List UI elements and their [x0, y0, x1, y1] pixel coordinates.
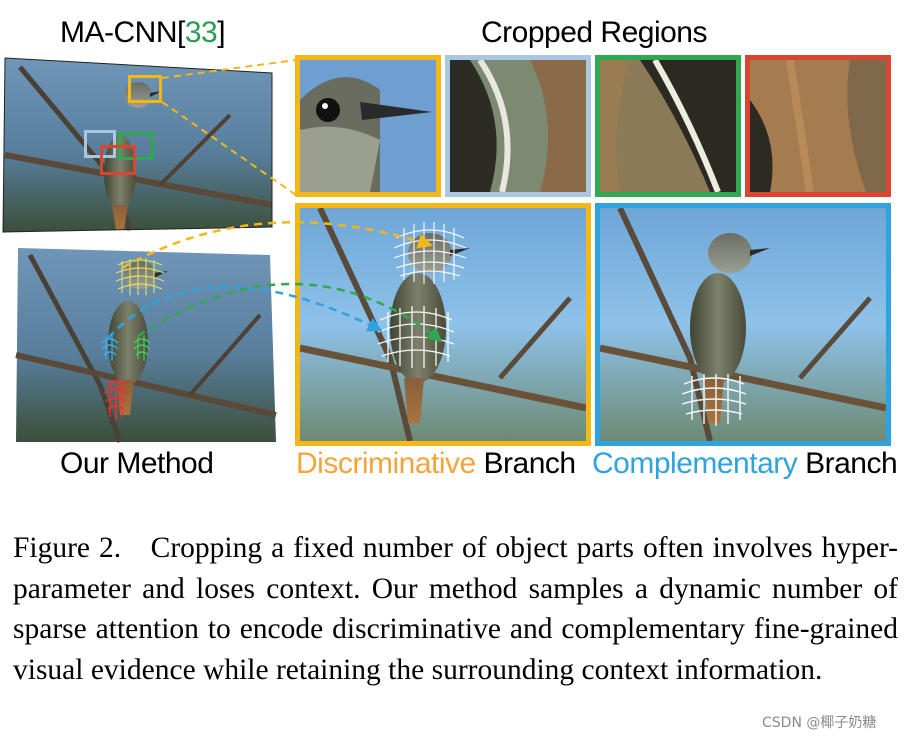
our-method-photo: [0, 245, 290, 445]
discriminative-branch-label: Discriminative Branch: [296, 447, 576, 481]
branch-word-2: Branch: [805, 447, 898, 480]
branch-word: Branch: [483, 447, 577, 480]
macnn-box-head: [128, 75, 162, 103]
figure-caption: Figure 2. Cropping a fixed number of obj…: [13, 532, 898, 686]
crop-head-yellow: [295, 55, 441, 197]
discriminative-word: Discriminative: [296, 447, 476, 480]
crop-wing-green: [595, 55, 741, 197]
cropped-regions-label: Cropped Regions: [481, 16, 707, 49]
crop-wing-lightblue: [445, 55, 591, 197]
macnn-label-text: MA-CNN[: [60, 16, 185, 49]
our-method-label: Our Method: [60, 447, 214, 480]
macnn-label-suffix: ]: [217, 16, 226, 49]
crop-breast-red: [745, 55, 891, 197]
watermark: CSDN @椰子奶糖: [762, 715, 877, 731]
complementary-word: Complementary: [592, 447, 798, 480]
complementary-branch-label: Complementary Branch: [592, 447, 898, 481]
discriminative-branch-panel: [295, 203, 591, 446]
macnn-box-red: [100, 145, 136, 175]
macnn-photo: [0, 55, 290, 235]
macnn-ref-link[interactable]: 33: [184, 16, 218, 49]
macnn-label: MA-CNN[33]: [60, 16, 226, 50]
complementary-branch-panel: [595, 203, 891, 446]
